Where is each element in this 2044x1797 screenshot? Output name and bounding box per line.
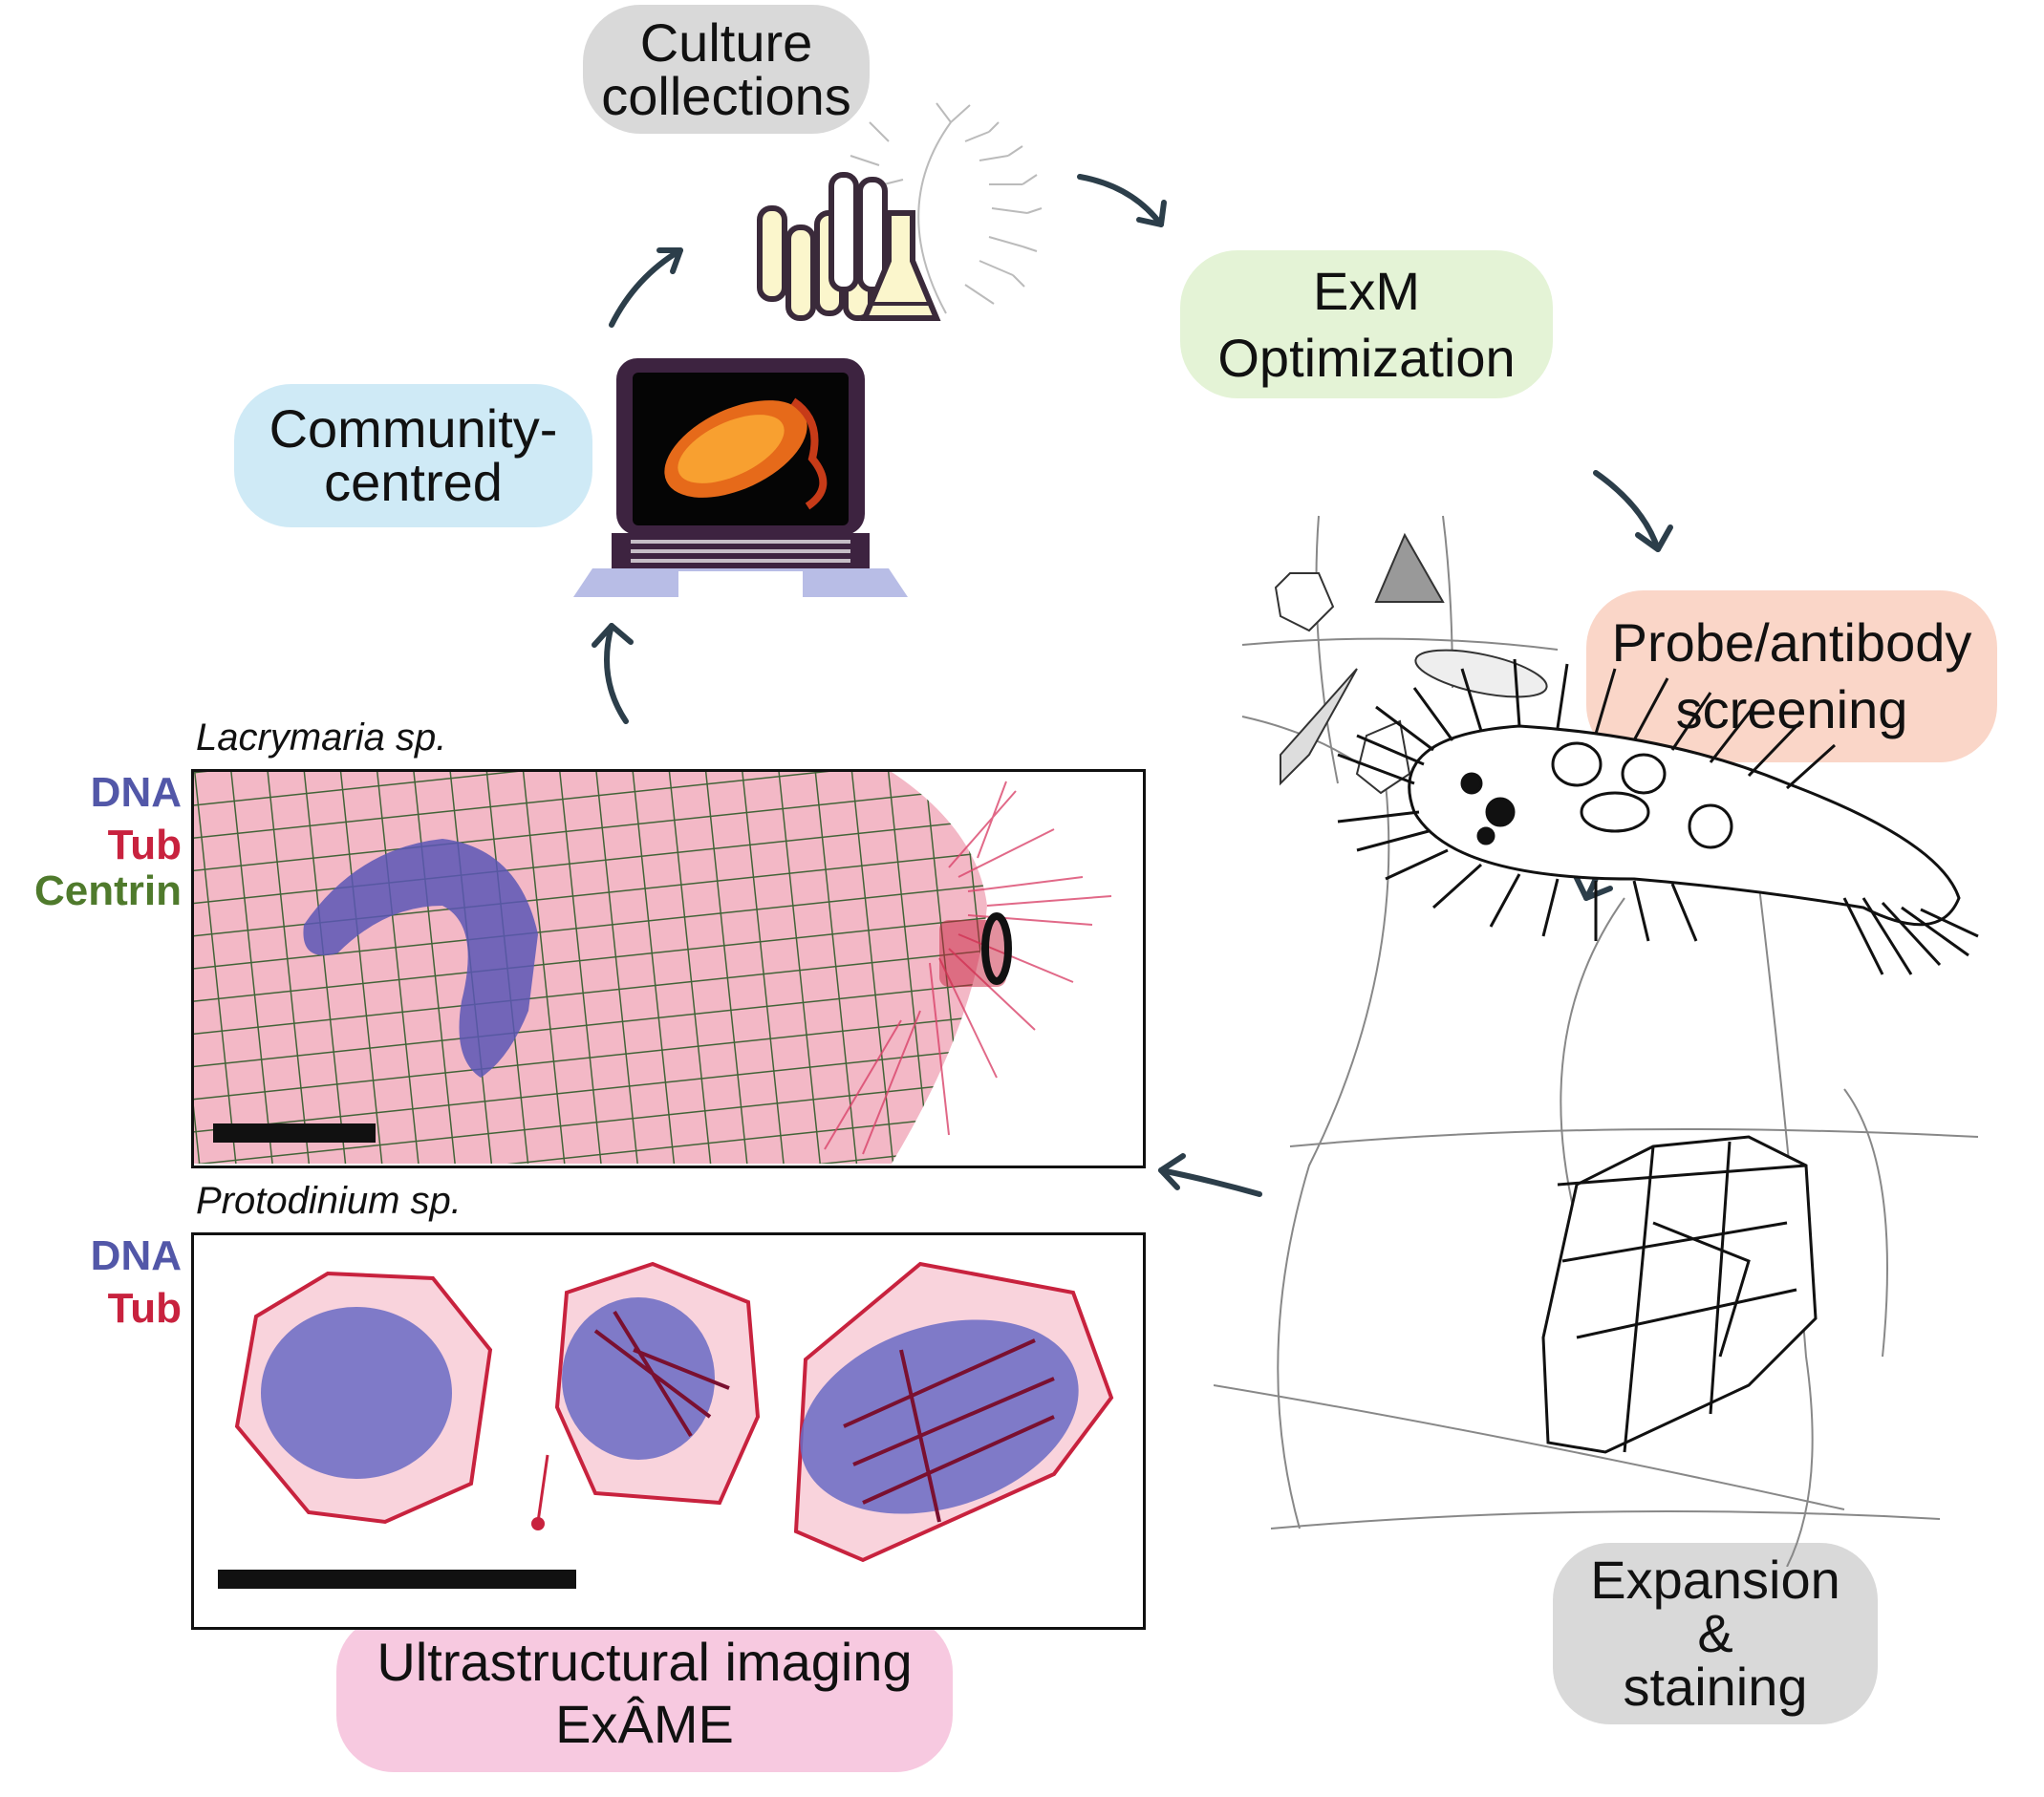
culture-tubes-illustration	[757, 102, 1043, 321]
exm-optimization-pill: ExM Optimization	[1180, 250, 1553, 398]
community-centred-pill: Community- centred	[234, 384, 592, 527]
lacrymaria-micrograph	[194, 772, 1112, 1164]
probe-line1: Probe/antibody	[1611, 612, 1972, 673]
expansion-line1: Expansion	[1590, 1550, 1840, 1610]
large-ciliate-icon	[1337, 658, 1979, 975]
lacrymaria-scale-bar	[213, 1123, 376, 1143]
protodinium-scale-bar	[218, 1570, 576, 1589]
test-tubes-icon	[757, 172, 941, 321]
lacrymaria-stain-centrin: Centrin	[34, 867, 182, 914]
community-line2: centred	[324, 452, 503, 512]
exm-line1: ExM	[1313, 260, 1420, 321]
imaging-line2: ExÂME	[555, 1693, 734, 1754]
expansion-line3: staining	[1623, 1657, 1808, 1717]
protodinium-micrograph	[218, 1261, 1114, 1589]
protodinium-image-panel	[191, 1232, 1146, 1630]
lacrymaria-stain-tub: Tub	[107, 822, 182, 868]
arrow-imaging-to-community	[604, 623, 629, 724]
lacrymaria-image-panel	[191, 769, 1146, 1168]
protodinium-species-label: Protodinium sp.	[196, 1180, 462, 1222]
phylogenetic-tree-icon	[850, 102, 1043, 314]
cell-3	[793, 1261, 1114, 1563]
organism-sketches	[1214, 515, 1979, 1567]
arrow-community-to-culture	[609, 247, 683, 328]
lacrymaria-species-label: Lacrymaria sp.	[196, 717, 447, 759]
probe-screening-pill: Probe/antibody screening	[1586, 590, 1997, 762]
background-lines	[1214, 515, 1979, 1567]
culture-collections-pill: Culture collections	[583, 5, 870, 134]
lacrymaria-stain-dna: DNA	[90, 769, 182, 816]
culture-line1: Culture	[639, 11, 813, 73]
laptop-icon	[573, 358, 908, 597]
exm-line2: Optimization	[1217, 327, 1516, 388]
ultrastructural-imaging-pill: Ultrastructural imaging ExÂME	[336, 1615, 953, 1772]
cell-1	[234, 1271, 493, 1525]
small-diatom-icons	[1274, 532, 1548, 795]
community-line1: Community-	[269, 398, 558, 459]
expansion-line2: &	[1697, 1603, 1733, 1663]
imaging-line1: Ultrastructural imaging	[377, 1632, 913, 1693]
cell-2	[531, 1261, 761, 1530]
culture-line2: collections	[601, 65, 851, 126]
protodinium-stain-dna: DNA	[90, 1232, 182, 1279]
protodinium-stain-tub: Tub	[107, 1285, 182, 1332]
expansion-staining-pill: Expansion & staining	[1553, 1543, 1878, 1724]
dinoflagellate-theca-icon	[1541, 1135, 1818, 1454]
